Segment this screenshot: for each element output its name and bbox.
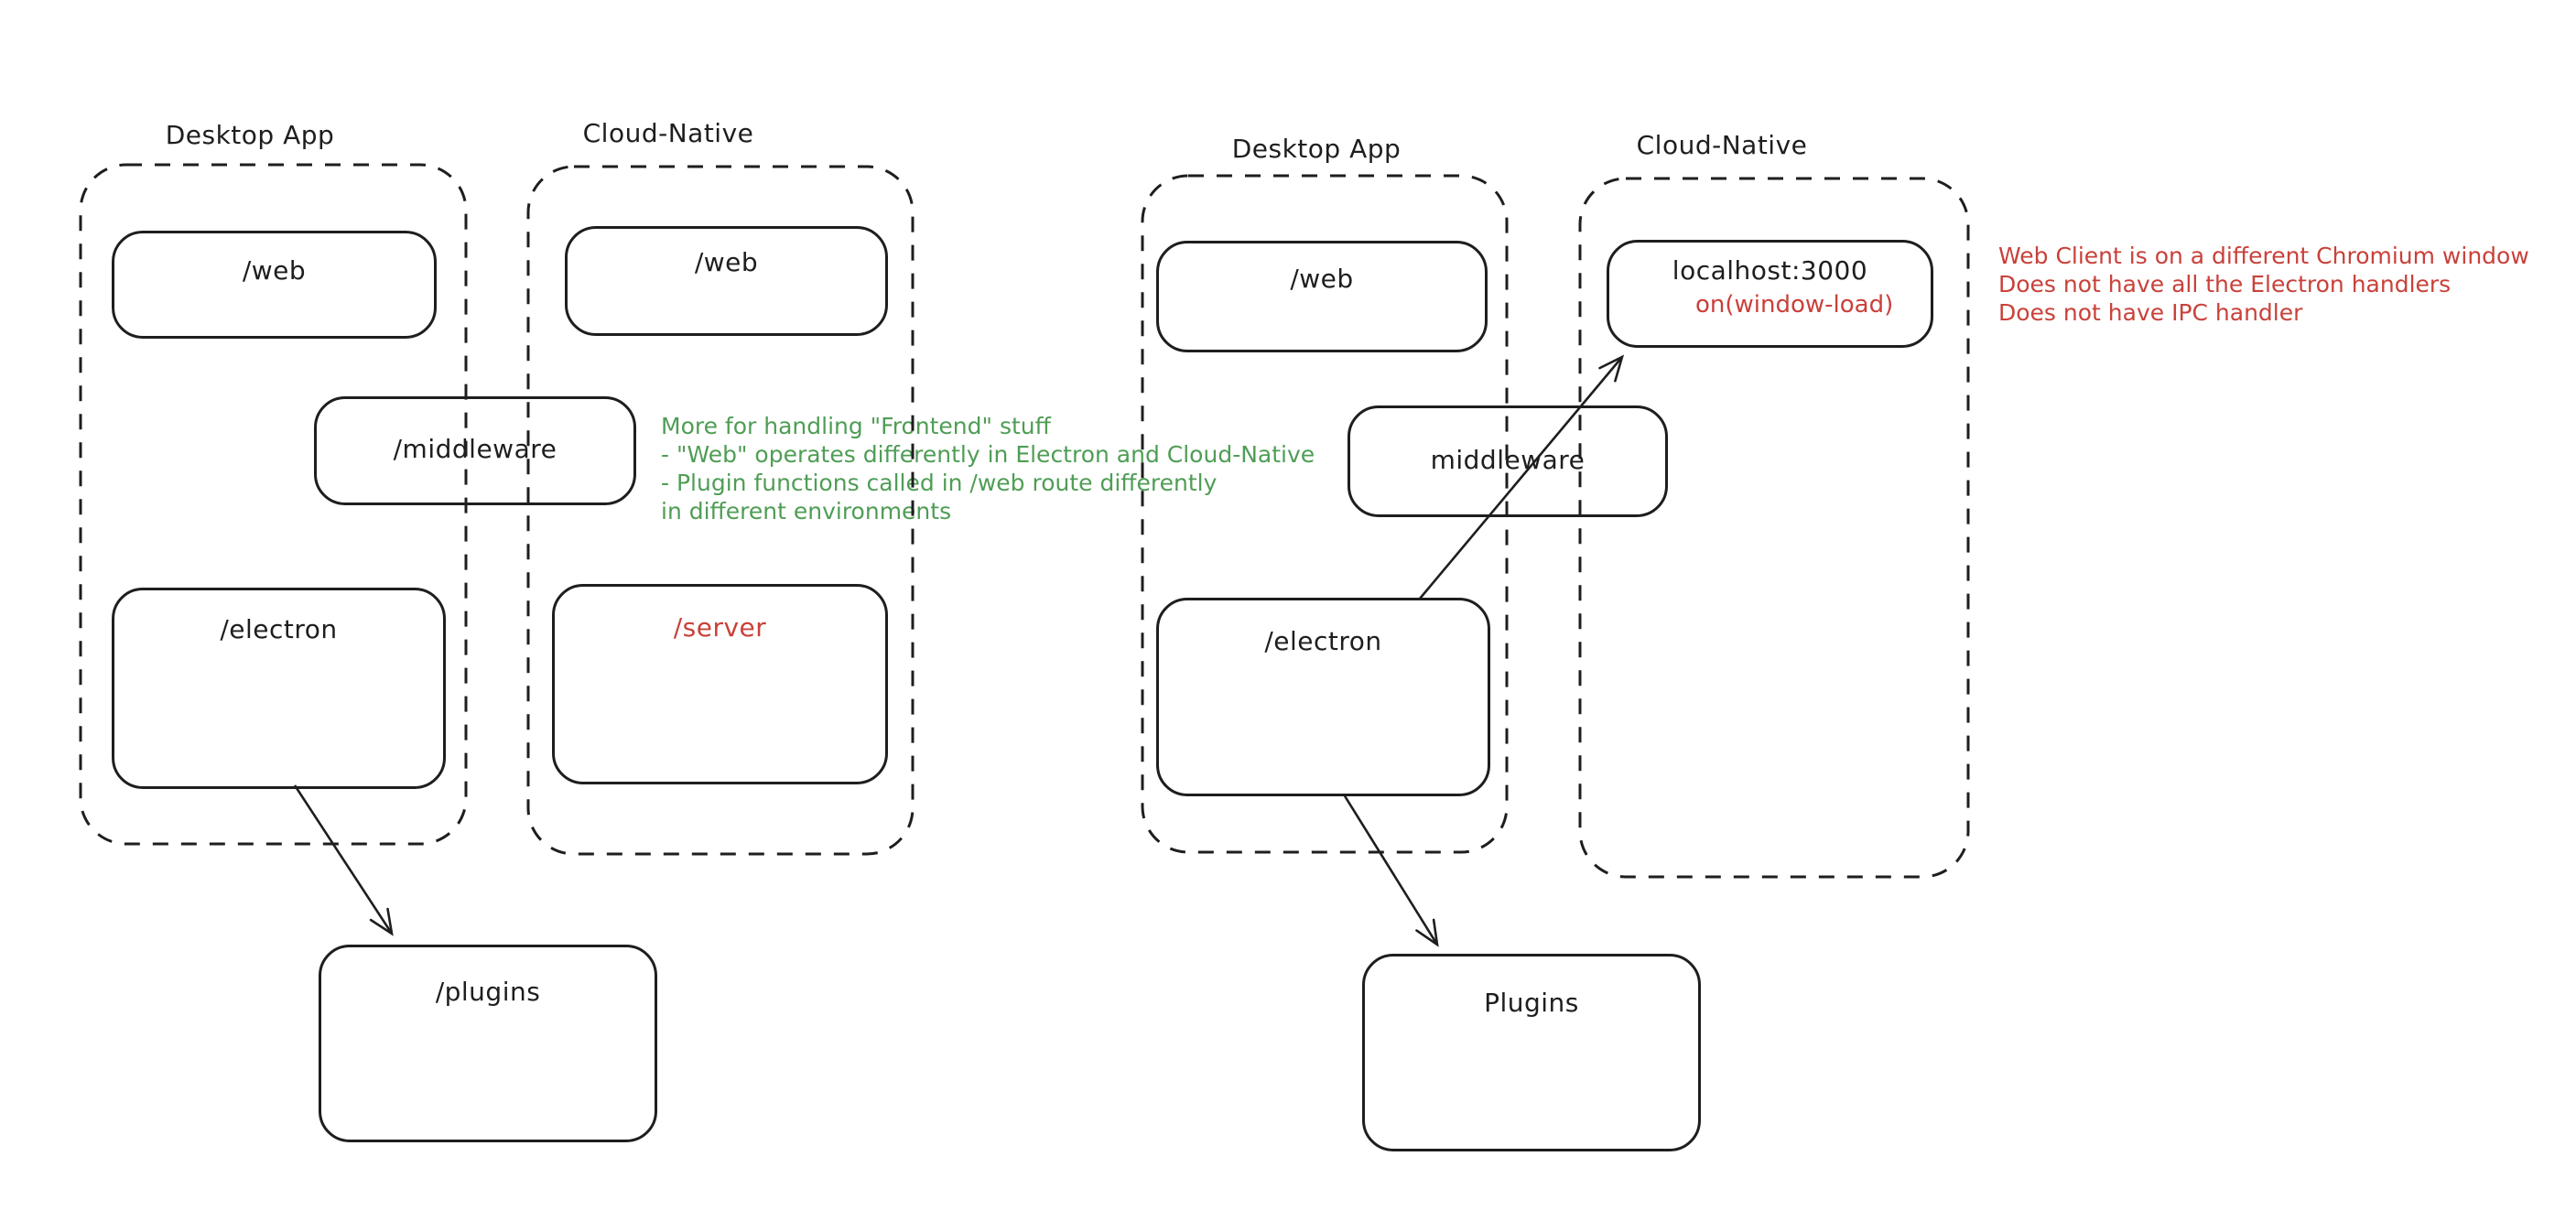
box-localhost[interactable]: localhost:3000 on(window-load)	[1607, 240, 1933, 348]
box-label: /plugins	[435, 977, 541, 1007]
arrow-electron-to-plugins-right[interactable]	[1342, 794, 1439, 947]
note-line: Does not have IPC handler	[1998, 299, 2303, 326]
box-label: /server	[673, 612, 767, 643]
box-server-left[interactable]: /server	[552, 584, 888, 784]
box-label: middleware	[1430, 445, 1586, 475]
box-web-desktop-left[interactable]: /web	[112, 231, 437, 339]
box-label: /electron	[220, 614, 338, 644]
box-label: localhost:3000	[1672, 255, 1868, 286]
box-label: /web	[694, 247, 759, 277]
box-electron-left[interactable]: /electron	[112, 588, 446, 789]
box-plugins-left[interactable]: /plugins	[319, 945, 657, 1142]
group-label-cloud-right[interactable]: Cloud-Native	[1636, 130, 1808, 160]
note-green-frontend[interactable]: More for handling "Frontend" stuff - "We…	[661, 412, 1315, 525]
note-line: in different environments	[661, 498, 952, 524]
box-label: Plugins	[1484, 988, 1579, 1018]
box-plugins-right[interactable]: Plugins	[1362, 954, 1701, 1151]
box-label: /web	[242, 255, 307, 286]
group-label-desktop-right[interactable]: Desktop App	[1231, 134, 1402, 164]
note-line: Does not have all the Electron handlers	[1998, 271, 2452, 297]
group-label-cloud-left[interactable]: Cloud-Native	[582, 118, 754, 148]
note-red-webclient[interactable]: Web Client is on a different Chromium wi…	[1998, 242, 2529, 327]
note-line: Web Client is on a different Chromium wi…	[1998, 243, 2529, 269]
box-middleware-left[interactable]: /middleware	[314, 396, 636, 505]
on-window-load-label: on(window-load)	[1695, 291, 1894, 319]
note-line: - "Web" operates differently in Electron…	[661, 441, 1315, 468]
arrow-electron-to-plugins-left[interactable]	[293, 784, 394, 936]
box-label: /middleware	[393, 434, 557, 464]
box-web-cloud-left[interactable]: /web	[565, 226, 888, 336]
box-middleware-right[interactable]: middleware	[1348, 405, 1668, 517]
group-label-desktop-left[interactable]: Desktop App	[165, 120, 335, 150]
box-label: /electron	[1264, 626, 1382, 656]
note-line: More for handling "Frontend" stuff	[661, 413, 1051, 439]
box-electron-right[interactable]: /electron	[1156, 598, 1490, 796]
box-web-desktop-right[interactable]: /web	[1156, 241, 1488, 352]
note-line: - Plugin functions called in /web route …	[661, 470, 1218, 496]
box-label: /web	[1290, 264, 1354, 294]
